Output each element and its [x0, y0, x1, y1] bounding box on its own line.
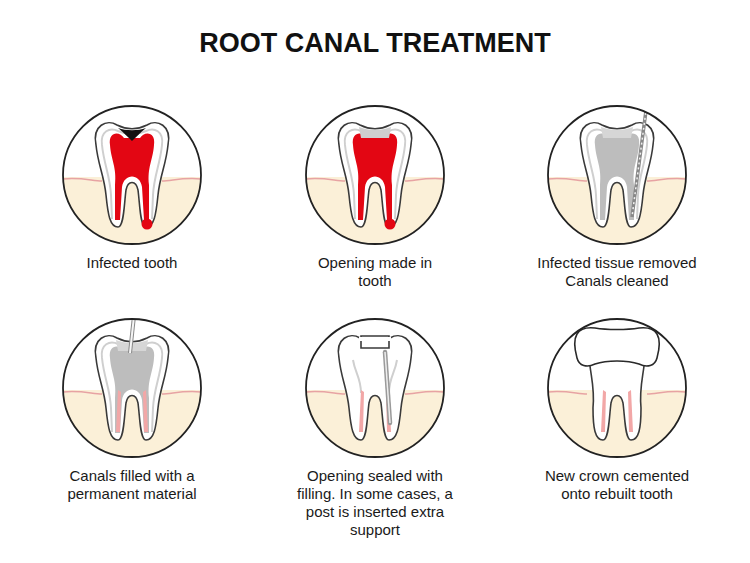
step-caption: Opening made in tooth: [315, 254, 435, 290]
circle-outline: [305, 105, 445, 245]
step-circle: Opening sealed with filling. In some cas…: [305, 318, 445, 458]
step-caption: Infected tissue removed Canals cleaned: [525, 254, 710, 290]
circle-outline: [62, 318, 202, 458]
step-caption: Opening sealed with filling. In some cas…: [286, 467, 464, 539]
step-circle: Canals filled with a permanent material: [62, 318, 202, 458]
step-caption: New crown cemented onto rebuilt tooth: [537, 467, 697, 503]
step-circle: Infected tooth: [62, 105, 202, 245]
circle-outline: [547, 105, 687, 245]
step-caption: Infected tooth: [32, 254, 232, 272]
circle-outline: [547, 318, 687, 458]
step-caption: Canals filled with a permanent material: [42, 467, 222, 503]
step-circle: Opening made in tooth: [305, 105, 445, 245]
step-circle: New crown cemented onto rebuilt tooth: [547, 318, 687, 458]
diagram-title: ROOT CANAL TREATMENT: [0, 28, 750, 59]
circle-outline: [62, 105, 202, 245]
circle-outline: [305, 318, 445, 458]
step-circle: Infected tissue removed Canals cleaned: [547, 105, 687, 245]
